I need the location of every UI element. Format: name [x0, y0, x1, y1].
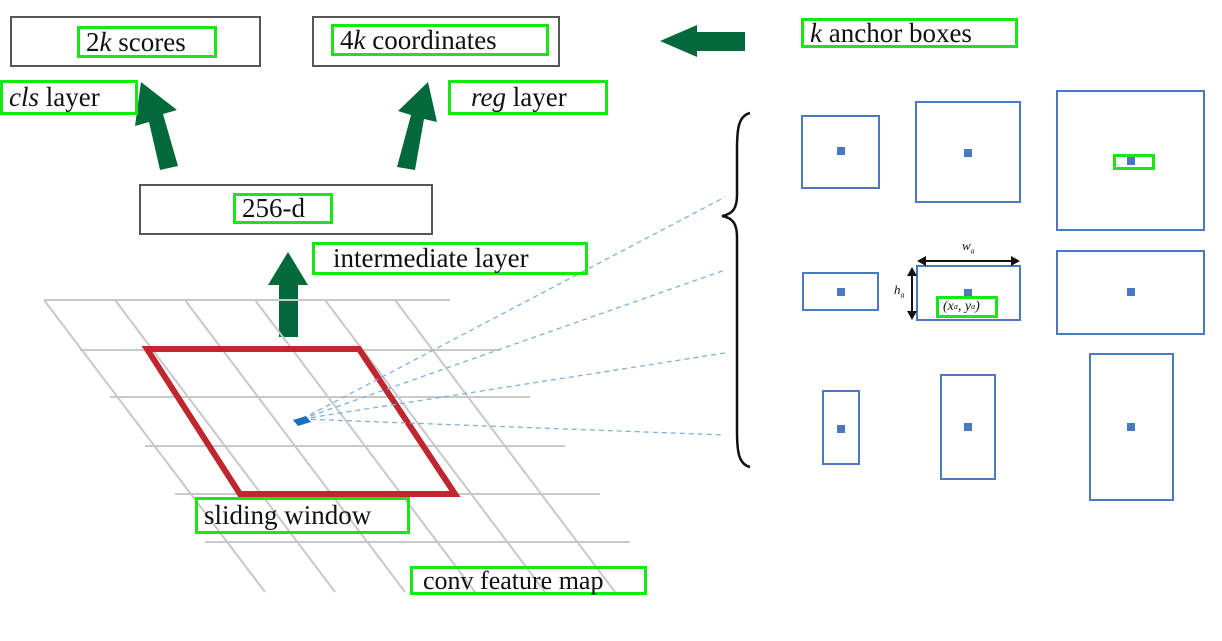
- scores-suffix: scores: [111, 26, 186, 57]
- highlighted-anchor-center: [1113, 154, 1155, 170]
- anchor-centers: [837, 147, 1135, 433]
- sliding-window-frame: [141, 346, 461, 497]
- reg-rest: layer: [506, 82, 567, 112]
- w-letter: w: [962, 238, 971, 253]
- cls-arrow: [135, 82, 178, 170]
- w-sub: a: [970, 246, 975, 256]
- anchor-box-9: [1089, 353, 1174, 501]
- anchor-title-italic: k: [810, 17, 822, 48]
- anchor-box-5: [916, 265, 1021, 321]
- center-mid: , y: [957, 299, 972, 314]
- anchor-box-7: [822, 390, 860, 465]
- center-open: (x: [943, 299, 954, 314]
- anchor-box-3: [1056, 90, 1205, 231]
- coords-prefix: 4: [340, 24, 354, 55]
- coords-italic: k: [353, 24, 366, 55]
- scores-italic: k: [99, 26, 112, 57]
- 256d-label: 256-d: [233, 193, 333, 224]
- h-letter: h: [894, 282, 901, 297]
- center-sub1: a: [953, 302, 958, 311]
- feature-map-text: conv feature map: [423, 565, 604, 595]
- anchor-arrow: [660, 25, 745, 57]
- anchor-box-1: [801, 115, 880, 189]
- cls-rest: layer: [39, 82, 100, 112]
- intermediate-arrow: [268, 252, 308, 337]
- coords-suffix: coordinates: [365, 24, 497, 55]
- center-close: ): [975, 299, 980, 314]
- intermediate-layer-label: intermediate layer: [312, 242, 588, 275]
- anchor-box-4: [802, 272, 879, 311]
- sliding-window-text: sliding window: [204, 500, 372, 530]
- height-annotation: ha: [894, 282, 905, 300]
- feature-map-grid: [43, 299, 630, 593]
- 256d-text: 256-d: [242, 193, 305, 223]
- anchor-boxes: [801, 90, 1205, 501]
- height-dimension: [907, 267, 917, 320]
- intermediate-text: intermediate layer: [333, 243, 529, 273]
- cls-layer-label: cls layer: [0, 80, 138, 115]
- anchor-title-rest: anchor boxes: [821, 17, 972, 48]
- projection-rays: [301, 196, 726, 436]
- sliding-window-label: sliding window: [195, 497, 410, 534]
- reg-italic: reg: [471, 82, 506, 112]
- center-sub2: a: [971, 302, 976, 311]
- anchor-boxes-title: k anchor boxes: [801, 18, 1018, 48]
- anchor-brace: [721, 111, 751, 469]
- scores-prefix: 2: [86, 26, 100, 57]
- width-annotation: wa: [962, 238, 975, 256]
- window-center-point: [293, 416, 311, 426]
- reg-layer-label: reg layer: [448, 80, 608, 115]
- anchor-box-8: [940, 374, 996, 480]
- width-dimension: [917, 256, 1020, 266]
- anchor-box-6: [1056, 250, 1205, 335]
- feature-map-label: conv feature map: [410, 566, 647, 595]
- reg-arrow: [397, 82, 437, 170]
- cls-italic: cls: [9, 82, 39, 112]
- h-sub: a: [900, 290, 905, 300]
- anchor-box-2: [915, 101, 1021, 203]
